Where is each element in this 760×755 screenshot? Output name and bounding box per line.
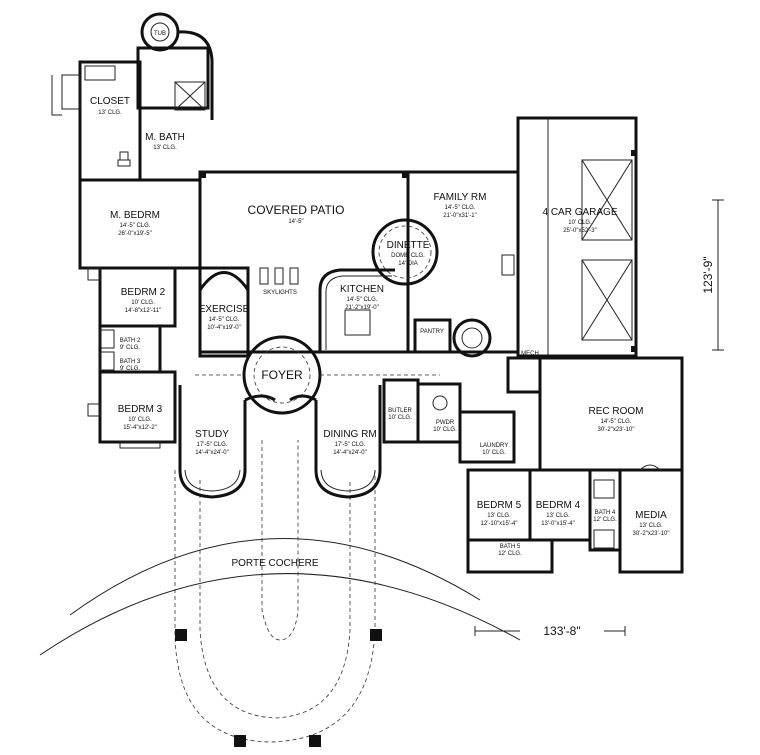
m-bedrm-ceiling: 14'-5" CLG.	[120, 223, 151, 229]
exercise-ceiling: 14'-5" CLG.	[209, 317, 240, 323]
media-size: 30'-2"x23'-10"	[633, 531, 670, 537]
butler-ceiling: 10' CLG.	[388, 415, 412, 421]
bedrm3-ceiling: 10' CLG.	[128, 417, 152, 423]
bath4-label: BATH 4	[595, 510, 616, 516]
dimension-depth: 123'-9"	[701, 199, 724, 351]
kitchen-size: 21'-2"x19'-0"	[345, 305, 379, 311]
rec-room-label: REC ROOM	[589, 406, 644, 417]
column-post	[370, 629, 382, 641]
bath2-ceiling: 9' CLG.	[120, 345, 140, 351]
bath3-label: BATH 3	[120, 359, 141, 365]
skylights-label: SKYLIGHTS	[263, 290, 297, 296]
garage-size: 25'-0"x52'-3"	[563, 228, 597, 234]
dining-rm-ceiling: 17'-5" CLG.	[335, 442, 366, 448]
garage-ceiling: 10' CLG.	[568, 220, 592, 226]
kitchen-label: KITCHEN	[340, 284, 384, 295]
family-rm-ceiling: 14'-5" CLG.	[445, 205, 476, 211]
bath5-ceiling: 12' CLG.	[498, 551, 522, 557]
laundry-ceiling: 10' CLG.	[482, 450, 506, 456]
study-label: STUDY	[195, 429, 229, 440]
column-post	[175, 629, 187, 641]
pantry-label: PANTRY	[420, 329, 444, 335]
column-post	[309, 735, 321, 747]
m-bath-label: M. BATH	[145, 132, 185, 143]
bath5-label: BATH 5	[500, 544, 521, 550]
mech-label: MECH	[521, 351, 539, 357]
bedrm2-label: BEDRM 2	[121, 287, 166, 298]
right-wing	[466, 356, 684, 574]
bedrm2-size: 14'-8"x12'-11"	[125, 308, 161, 314]
bedrm4-size: 13'-0"x15'-4"	[541, 521, 575, 527]
media-label: MEDIA	[635, 510, 667, 521]
foyer-label: FOYER	[261, 368, 303, 382]
dining-rm-label: DINING RM	[323, 429, 376, 440]
exercise-label: EXERCISE	[199, 304, 250, 315]
bath3-ceiling: 9' CLG.	[120, 366, 140, 372]
dinette-dome	[371, 218, 439, 286]
family-rm-size: 21'-0"x31'-1"	[443, 213, 477, 219]
column-post	[234, 735, 246, 747]
covered-patio-label: COVERED PATIO	[248, 203, 345, 217]
m-bath-ceiling: 13' CLG.	[153, 145, 177, 151]
bedrm5-ceiling: 13' CLG.	[487, 513, 511, 519]
bath2-label: BATH 2	[120, 338, 141, 344]
m-bedrm-size: 26'-0"x19'-5"	[118, 231, 152, 237]
center-block	[178, 335, 440, 499]
master-wing	[51, 12, 214, 270]
family-rm-label: FAMILY RM	[434, 192, 487, 203]
closet-ceiling: 13' CLG.	[98, 110, 122, 116]
width-dimension-label: 133'-8"	[543, 624, 580, 638]
covered-patio-height: 14'-5"	[288, 219, 303, 225]
room-labels: TUB CLOSET 13' CLG. M. BATH 13' CLG. M. …	[90, 31, 669, 569]
bedrm4-ceiling: 13' CLG.	[546, 513, 570, 519]
dinette-ceiling: DOME CLG.	[391, 253, 425, 259]
bedrm2-ceiling: 10' CLG.	[131, 300, 155, 306]
dimension-width: 133'-8"	[474, 624, 626, 638]
study-ceiling: 17'-5" CLG.	[197, 442, 228, 448]
bedroom-wing	[87, 266, 250, 449]
garage-block	[516, 116, 638, 358]
depth-dimension-label: 123'-9"	[701, 256, 715, 293]
dinette-label: DINETTE	[387, 240, 430, 251]
pwdr-ceiling: 10' CLG.	[433, 427, 457, 433]
bedrm4-label: BEDRM 4	[536, 500, 581, 511]
rec-room-size: 30'-2"x23'-10"	[598, 427, 635, 433]
bedrm3-size: 15'-4"x12'-2"	[123, 425, 157, 431]
m-bedrm-label: M. BEDRM	[110, 210, 160, 221]
bedrm3-label: BEDRM 3	[118, 404, 163, 415]
rec-room-ceiling: 14'-5" CLG.	[601, 419, 632, 425]
pwdr-label: PWDR	[436, 420, 455, 426]
laundry-label: LAUNDRY	[480, 443, 509, 449]
closet-label: CLOSET	[90, 96, 130, 107]
kitchen-ceiling: 14'-5" CLG.	[347, 297, 378, 303]
exercise-size: 10'-4"x19'-0"	[207, 325, 241, 331]
bath4-ceiling: 12' CLG.	[593, 517, 617, 523]
study-size: 14'-4"x24'-0"	[195, 450, 229, 456]
porte-cochere-label: PORTE COCHERE	[231, 558, 318, 569]
media-ceiling: 13' CLG.	[639, 523, 663, 529]
garage-label: 4 CAR GARAGE	[542, 207, 617, 218]
tub-label: TUB	[154, 31, 166, 37]
bedrm5-label: BEDRM 5	[477, 500, 522, 511]
porte-cochere-drive	[39, 440, 521, 747]
bedrm5-size: 12'-10"x15'-4"	[481, 521, 518, 527]
skylights	[259, 267, 299, 285]
dinette-size: 14' DIA	[398, 261, 418, 267]
dining-rm-size: 14'-4"x24'-0"	[333, 450, 367, 456]
butler-label: BUTLER	[388, 408, 412, 414]
